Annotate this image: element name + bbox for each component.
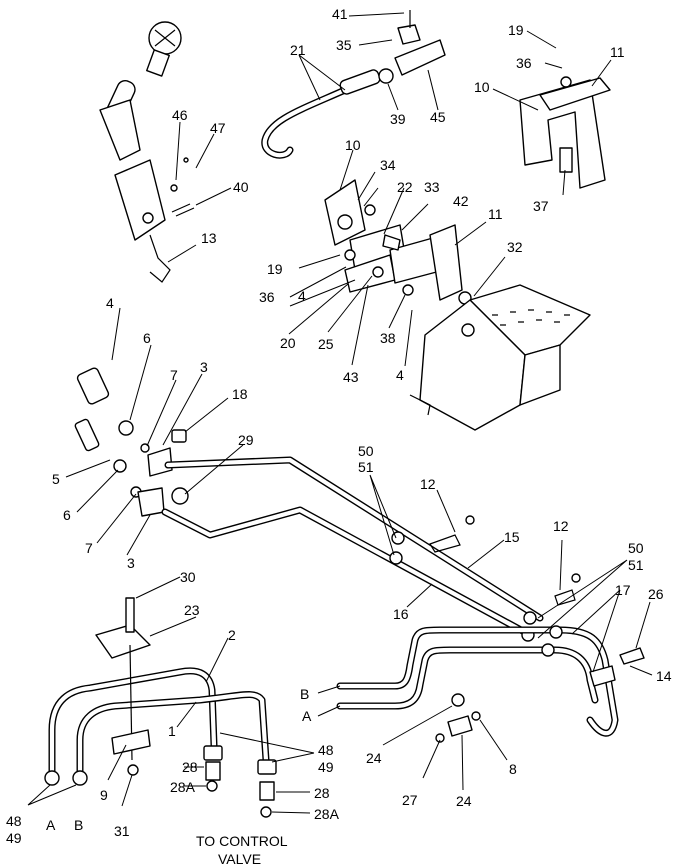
callout-12-right: 12 (553, 518, 569, 534)
callout-1: 1 (168, 723, 176, 739)
callout-45: 45 (430, 109, 446, 125)
callout-50-right: 50 (628, 540, 644, 556)
callout-a-bottom: A (46, 817, 56, 833)
callout-37: 37 (533, 198, 549, 214)
callout-13: 13 (201, 230, 217, 246)
callout-22: 22 (397, 179, 413, 195)
callout-4-mid: 4 (298, 288, 306, 304)
callout-49-left: 49 (6, 830, 22, 846)
callout-16: 16 (393, 606, 409, 622)
callout-38: 38 (380, 330, 396, 346)
callout-17: 17 (615, 582, 631, 598)
callout-28-left: 28 (182, 759, 198, 775)
callout-31: 31 (114, 823, 130, 839)
leader-lines (27, 12, 653, 814)
linkage-plates (324, 179, 472, 305)
callout-3-upper: 3 (200, 359, 208, 375)
callout-8: 8 (509, 761, 517, 777)
callout-18: 18 (232, 386, 248, 402)
callout-27: 27 (402, 792, 418, 808)
callout-49-right: 49 (318, 759, 334, 775)
callout-14: 14 (656, 668, 672, 684)
control-bracket-box (409, 284, 591, 431)
callout-23: 23 (184, 602, 200, 618)
callout-labels: 41 35 21 39 45 19 36 11 10 37 46 47 40 1… (6, 6, 672, 867)
callout-36-mid: 36 (259, 289, 275, 305)
callout-40: 40 (233, 179, 249, 195)
callout-9: 9 (100, 787, 108, 803)
callout-50-center: 50 (358, 443, 374, 459)
callout-30: 30 (180, 569, 196, 585)
callout-11-top: 11 (610, 44, 625, 60)
callout-43: 43 (343, 369, 359, 385)
callout-41: 41 (332, 6, 348, 22)
callout-36-top: 36 (516, 55, 532, 71)
callout-19-top: 19 (508, 22, 524, 38)
callout-6-lower: 6 (63, 507, 71, 523)
callout-28a-left: 28A (170, 779, 196, 795)
callout-2: 2 (228, 627, 236, 643)
callout-b-bottom: B (74, 817, 83, 833)
callout-10-top: 10 (474, 79, 490, 95)
valve-label: VALVE (218, 851, 261, 867)
callout-11-mid: 11 (488, 206, 503, 222)
callout-32: 32 (507, 239, 523, 255)
callout-26: 26 (648, 586, 664, 602)
callout-5: 5 (52, 471, 60, 487)
callout-28-right: 28 (314, 785, 330, 801)
callout-35: 35 (336, 37, 352, 53)
callout-25: 25 (318, 336, 334, 352)
callout-19-mid: 19 (267, 261, 283, 277)
callout-10-mid: 10 (345, 137, 361, 153)
callout-6-upper: 6 (143, 330, 151, 346)
callout-4-left: 4 (106, 295, 114, 311)
callout-3-lower: 3 (127, 555, 135, 571)
callout-48-left: 48 (6, 813, 22, 829)
callout-20: 20 (280, 335, 296, 351)
callout-48-right: 48 (318, 742, 334, 758)
callout-a-right: A (302, 708, 312, 724)
callout-34: 34 (380, 157, 396, 173)
to-control-label: TO CONTROL (196, 833, 288, 849)
rod-clevis-assembly (261, 10, 446, 159)
callout-51-center: 51 (358, 459, 374, 475)
callout-15: 15 (504, 529, 520, 545)
callout-21: 21 (290, 42, 306, 58)
control-lever-assembly (99, 21, 195, 283)
callout-46: 46 (172, 107, 188, 123)
callout-4-right: 4 (396, 367, 404, 383)
callout-24-right: 24 (456, 793, 472, 809)
callout-b-right: B (300, 686, 309, 702)
tubes-15-16 (161, 456, 581, 642)
bracket-assembly-top (519, 76, 611, 189)
fittings-upper (74, 367, 189, 517)
callout-51-right: 51 (628, 557, 644, 573)
callout-28a-right: 28A (314, 806, 340, 822)
callout-39: 39 (390, 111, 406, 127)
callout-7-lower: 7 (85, 540, 93, 556)
callout-29: 29 (238, 432, 254, 448)
callout-47: 47 (210, 120, 226, 136)
callout-42: 42 (453, 193, 469, 209)
tubes-17 (336, 625, 645, 743)
callout-12-upper: 12 (420, 476, 436, 492)
callout-33: 33 (424, 179, 440, 195)
tubes-1-2 (44, 597, 277, 818)
callout-7-upper: 7 (170, 367, 178, 383)
callout-24-left: 24 (366, 750, 382, 766)
